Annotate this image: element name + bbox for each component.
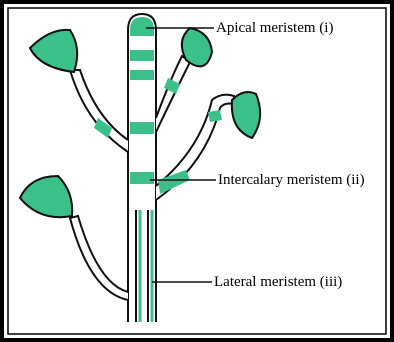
apical-meristem-region [130, 17, 154, 36]
stem-meristem-band [130, 122, 154, 134]
stem-meristem-band [130, 70, 154, 80]
right-upper-branch [156, 56, 190, 132]
stem-meristem-band [130, 50, 154, 61]
leaf [182, 28, 212, 66]
apical-meristem-label: Apical meristem (i) [216, 21, 333, 36]
branch-meristem-band [208, 110, 222, 122]
lateral-meristem-label: Lateral meristem (iii) [214, 275, 342, 290]
intercalary-meristem-label: Intercalary meristem (ii) [218, 173, 365, 188]
intercalary-meristem-band [130, 172, 154, 184]
left-lower-branch [70, 216, 128, 300]
left-upper-branch [70, 70, 128, 152]
leaf [20, 176, 72, 217]
leaf [30, 30, 77, 72]
leaf [232, 92, 260, 138]
